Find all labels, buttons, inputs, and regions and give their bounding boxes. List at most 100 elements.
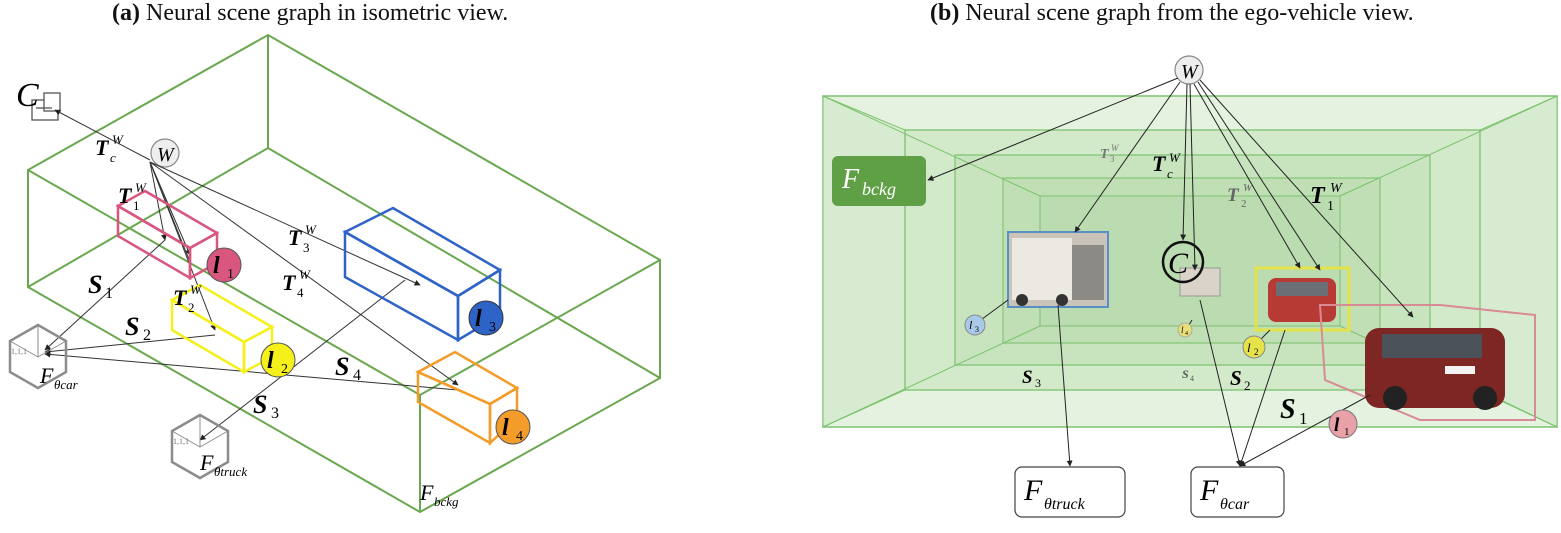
svg-text:W: W: [1243, 182, 1253, 194]
latent-l4: l 4: [495, 409, 531, 445]
svg-text:3: 3: [1110, 154, 1115, 164]
label-f-car-a: F θcar: [39, 363, 79, 392]
camera-node-b: C: [1161, 240, 1205, 284]
label-s1-b: S 1: [1280, 394, 1308, 428]
svg-text:1: 1: [105, 285, 113, 302]
svg-text:S: S: [253, 390, 267, 419]
world-label-b: W: [1181, 61, 1200, 83]
svg-text:W: W: [135, 180, 147, 195]
svg-text:2: 2: [1241, 198, 1247, 210]
svg-text:1: 1: [1344, 426, 1350, 438]
svg-text:l: l: [1181, 325, 1184, 335]
svg-text:1,1,1: 1,1,1: [11, 347, 27, 356]
label-t1-b: T 1 W: [1310, 181, 1343, 214]
svg-text:F: F: [419, 480, 434, 505]
svg-text:bckg: bckg: [434, 494, 459, 509]
svg-text:l: l: [502, 415, 509, 441]
svg-text:1: 1: [133, 198, 140, 213]
f-truck-node: F θtruck: [1014, 466, 1126, 518]
latent-l3-b: l 3: [964, 314, 986, 336]
svg-text:θtruck: θtruck: [214, 464, 247, 479]
svg-text:1: 1: [1327, 199, 1334, 214]
f-bckg-node: F bckg: [832, 156, 926, 206]
panel-b-title: (b) Neural scene graph from the ego-vehi…: [930, 0, 1414, 27]
svg-text:S: S: [1022, 367, 1033, 388]
cube-f-truck: 1,1,1: [170, 413, 230, 480]
label-s3: S 3: [253, 390, 279, 422]
svg-text:F: F: [39, 363, 54, 388]
svg-text:T: T: [282, 270, 297, 295]
svg-text:T: T: [118, 183, 133, 208]
svg-text:T: T: [1152, 151, 1167, 176]
svg-text:θcar: θcar: [1220, 496, 1250, 513]
label-t-c: T c W: [95, 132, 124, 165]
svg-text:l: l: [1247, 340, 1251, 355]
svg-text:1,1,1: 1,1,1: [173, 437, 189, 446]
label-f-bckg-a: F bckg: [419, 480, 459, 509]
svg-text:T: T: [288, 225, 303, 250]
label-t2-b: T 2 W: [1227, 182, 1253, 210]
svg-text:T: T: [1310, 183, 1326, 209]
label-t2: T 2 W: [173, 282, 202, 315]
svg-text:T: T: [1227, 185, 1240, 206]
panel-a-title-text: Neural scene graph in isometric view.: [145, 0, 509, 26]
svg-text:4: 4: [353, 367, 361, 384]
object-box-l2: [169, 283, 275, 375]
label-s3-b: S 3: [1022, 367, 1041, 390]
latent-l3: l 3: [468, 300, 504, 336]
world-node-a: [150, 138, 180, 168]
svg-text:S: S: [125, 312, 139, 341]
label-f-truck-a: F θtruck: [199, 450, 247, 479]
camera-icon: [31, 92, 61, 121]
svg-text:3: 3: [271, 405, 279, 422]
svg-text:l: l: [475, 306, 482, 332]
cube-f-car: 1,1,1: [8, 323, 68, 390]
svg-text:S: S: [1230, 366, 1242, 390]
latent-l2-b: l 2: [1242, 335, 1266, 359]
label-t3-b: T 3 W: [1100, 143, 1120, 164]
camera-label: C: [16, 77, 39, 114]
svg-text:F: F: [1023, 474, 1043, 507]
truck-object: [1007, 231, 1109, 308]
label-s2-b: S 2: [1230, 366, 1251, 393]
svg-text:2: 2: [1254, 347, 1259, 357]
label-t4: T 4 W: [282, 267, 311, 300]
svg-text:2: 2: [1244, 378, 1251, 393]
f-car-node: F θcar: [1190, 466, 1285, 518]
label-s4-b: S 4: [1182, 367, 1194, 383]
label-s1: S 1: [88, 270, 113, 302]
svg-text:θcar: θcar: [54, 377, 79, 392]
svg-text:S: S: [335, 352, 349, 381]
svg-text:4: 4: [1185, 331, 1188, 337]
panel-a-diagram: C W: [8, 33, 661, 514]
svg-text:F: F: [199, 450, 214, 475]
label-t3: T 3 W: [288, 222, 317, 255]
svg-text:T: T: [173, 285, 188, 310]
svg-text:C: C: [1168, 247, 1189, 280]
svg-text:θtruck: θtruck: [1044, 496, 1086, 513]
svg-text:2: 2: [188, 300, 195, 315]
svg-text:1: 1: [227, 267, 234, 282]
panel-b-tag: (b): [930, 0, 960, 26]
svg-text:3: 3: [975, 325, 979, 334]
panel-a-tag: (a): [112, 0, 140, 26]
red-car-front: [1318, 304, 1536, 421]
svg-text:W: W: [190, 282, 202, 297]
svg-text:W: W: [299, 267, 311, 282]
svg-text:S: S: [88, 270, 102, 299]
svg-text:3: 3: [303, 240, 310, 255]
latent-l2: l 2: [260, 342, 296, 378]
svg-text:W: W: [1169, 150, 1181, 165]
latent-l1-b: l 1: [1328, 409, 1358, 439]
svg-text:S: S: [1182, 367, 1189, 381]
latent-l4-b: l 4: [1177, 322, 1193, 338]
svg-text:4: 4: [516, 429, 523, 444]
svg-text:W: W: [112, 132, 124, 147]
world-label-a: W: [157, 144, 176, 166]
transform-edges-a: [44, 109, 459, 441]
panel-b-title-text: Neural scene graph from the ego-vehicle …: [965, 0, 1414, 26]
red-car-middle: [1254, 266, 1351, 332]
world-node-b: [1174, 55, 1204, 85]
label-s2: S 2: [125, 312, 151, 344]
